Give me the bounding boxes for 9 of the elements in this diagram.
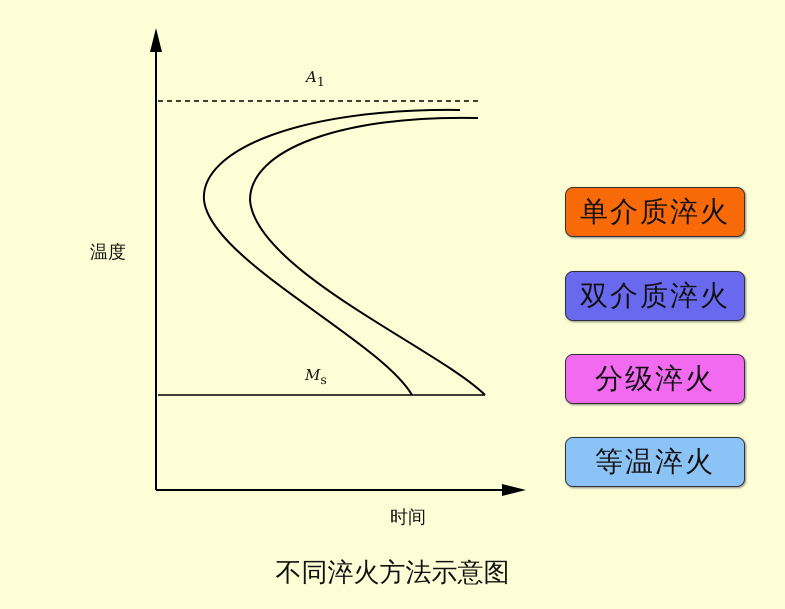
method-box: 等温淬火 [565, 437, 745, 487]
axis-label: A$_{1}$ [306, 68, 325, 89]
method-box: 双介质淬火 [565, 271, 745, 321]
method-box: 单介质淬火 [565, 187, 745, 237]
method-box: 分级淬火 [565, 354, 745, 404]
axis-label: 温度 [90, 241, 126, 264]
caption: 不同淬火方法示意图 [274, 557, 510, 590]
axis-label: M$_{s}$ [305, 366, 327, 387]
axis-label: 时间 [390, 506, 426, 529]
